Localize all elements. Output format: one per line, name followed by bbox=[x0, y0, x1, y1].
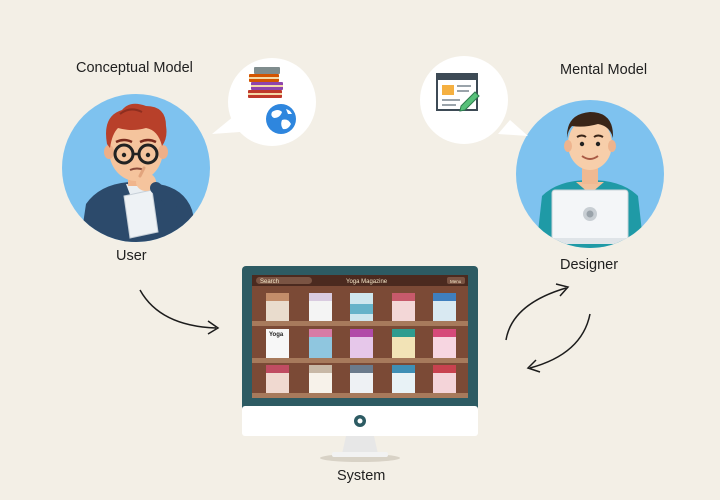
mental-model-label: Mental Model bbox=[560, 62, 648, 78]
screen-menu-button[interactable]: Menu bbox=[450, 279, 462, 284]
system-label: System bbox=[337, 468, 386, 484]
monitor: Search Yoga Magazine Menu Yoga bbox=[242, 266, 478, 466]
user-avatar bbox=[60, 92, 212, 244]
designer-label: Designer bbox=[560, 257, 619, 273]
magazine-row-2: Yoga bbox=[266, 329, 456, 358]
books-icon bbox=[244, 66, 288, 100]
magazine-row-1 bbox=[266, 293, 456, 321]
arrow-user-to-system bbox=[130, 282, 230, 352]
designer-avatar bbox=[514, 98, 666, 250]
document-edit-icon bbox=[435, 72, 481, 114]
screen-title: Yoga Magazine bbox=[346, 279, 388, 285]
user-label: User bbox=[116, 248, 147, 264]
magazine-cover-title: Yoga bbox=[269, 332, 284, 338]
conceptual-model-label: Conceptual Model bbox=[76, 60, 193, 76]
globe-icon bbox=[264, 102, 298, 136]
screen-search-box[interactable]: Search bbox=[260, 279, 279, 285]
magazine-row-3 bbox=[266, 365, 456, 393]
cycle-arrows bbox=[496, 278, 606, 378]
